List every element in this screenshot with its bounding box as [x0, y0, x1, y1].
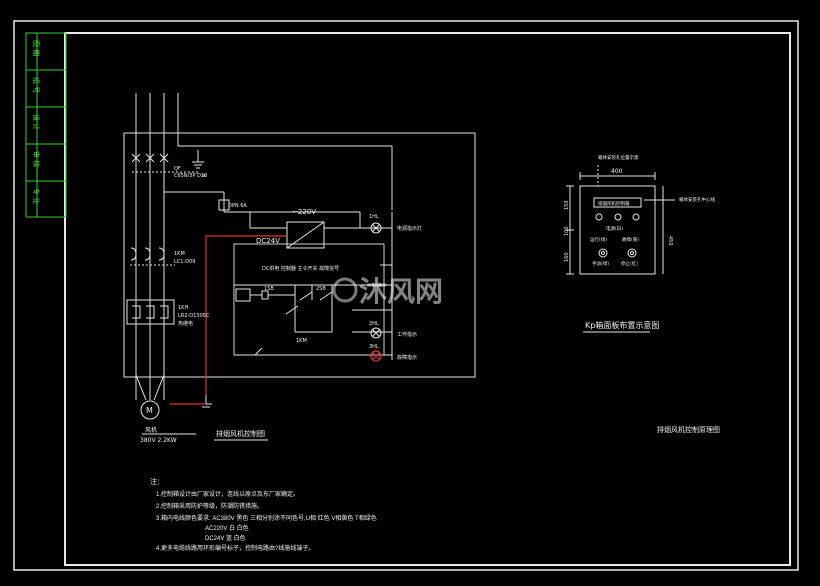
lamp3-label: 故障指示 [397, 354, 417, 361]
motor-name: 风机 [145, 426, 157, 434]
hl-label-3: 3HL [369, 344, 379, 350]
notes-heading: 注： [150, 477, 164, 486]
panel-lbl-power: 电源(白) [606, 225, 623, 232]
panel-dim-right: 450 [667, 236, 673, 246]
motor-symbol [140, 400, 160, 420]
panel-box [579, 185, 656, 275]
side-cell-2: 纸 号 [32, 77, 41, 93]
main-caption: 排烟风机控制图 [216, 429, 265, 438]
relay-tag-2: 1SB [264, 286, 274, 292]
panel-lbl-stop: 停止(红) [621, 260, 638, 267]
notes-line-1: 1.控制箱设计由厂家设计，连线以原点及东厂家确定。 [156, 490, 299, 498]
notes-line-3: 3.箱内电线颜色要求: AC380V 黑色 三相分别涂不同色号,U相 红色 V相… [156, 514, 377, 522]
motor-spec: 380V 2.2KW [140, 437, 177, 444]
hl-label-1: 1HL [369, 214, 379, 220]
power-supply-box [286, 221, 325, 249]
ground-label: ≡ [202, 173, 206, 179]
side-cell-5: 专 业 [32, 188, 41, 204]
lamp1-label: 电源指示灯 [397, 225, 422, 232]
side-cell-3: 设 计 [32, 114, 41, 130]
contactor-label-2: LC1-D09 [174, 259, 195, 265]
fuse-label: DPN 6A [228, 203, 247, 209]
motor-symbol-text: M [146, 406, 153, 415]
notes-line-2: 2.控制箱采用防护等级，防潮防锈措施。 [156, 502, 263, 510]
relay-tag-1: 1KA [372, 283, 382, 289]
side-cell-4: 审 核 [32, 151, 41, 167]
contactor-label-1: 1KM [174, 251, 185, 257]
dc-wiring [170, 235, 382, 405]
ac-label: ~220V [292, 208, 316, 216]
dc-label: DC24V [256, 237, 280, 245]
panel-top-annotation: 箱体安装孔位置示意 [598, 154, 639, 161]
relay-label-1: 1KH [178, 305, 188, 311]
relay-label-3: 热继电 [178, 320, 193, 327]
inner-frame [64, 32, 791, 566]
panel-dim-100: 100 [564, 226, 570, 236]
notes-line-4: AC220V 白 白色 [205, 524, 249, 532]
svg-text:沐风网: 沐风网 [359, 275, 443, 308]
panel-box-title: 排烟风机控制箱 [598, 200, 630, 207]
panel-dim-150: 150 [564, 200, 570, 210]
side-cell-1: 图 期 [32, 40, 40, 56]
panel-dim-160: 160 [564, 252, 570, 262]
panel-lbl-fault: 故障(黄) [622, 236, 639, 243]
notes-line-6: 4.更多电缆线路用环形编号标子，控制电路由?线施线端子。 [156, 544, 314, 552]
relay-label-2: LR2-D1305C [178, 313, 210, 319]
control-box-outline [123, 132, 476, 378]
panel-dim-width: 400 [611, 168, 623, 175]
note-top: DC供电 控制器 主令开关 故障信号 [262, 265, 339, 272]
breaker-label-2: C65N/3P D10 [174, 173, 207, 179]
panel-right-annotation: 箱体安装孔中心线 [679, 196, 715, 203]
right-caption: 排烟风机控制原理图 [657, 425, 720, 434]
notes-line-5: DC24V 蓝 白色 [205, 534, 246, 542]
hl-label-2: 2HL [369, 321, 379, 327]
main-circuit [123, 93, 476, 420]
lamp2-label: 工作指示 [397, 331, 417, 338]
panel-lbl-run: 运行(绿) [590, 236, 607, 243]
watermark: 沐风网 [332, 275, 443, 308]
panel-lbl-manual: 手动(绿) [592, 260, 609, 267]
side-title-table [25, 32, 67, 218]
outer-frame [13, 20, 799, 571]
relay-tag-4: 1KM [296, 338, 307, 344]
panel-layout [566, 165, 675, 275]
panel-caption: Kp箱面板布置示意图 [585, 320, 659, 330]
breaker-label-1: QF [174, 166, 181, 172]
relay-tag-3: 2SB [316, 286, 326, 292]
